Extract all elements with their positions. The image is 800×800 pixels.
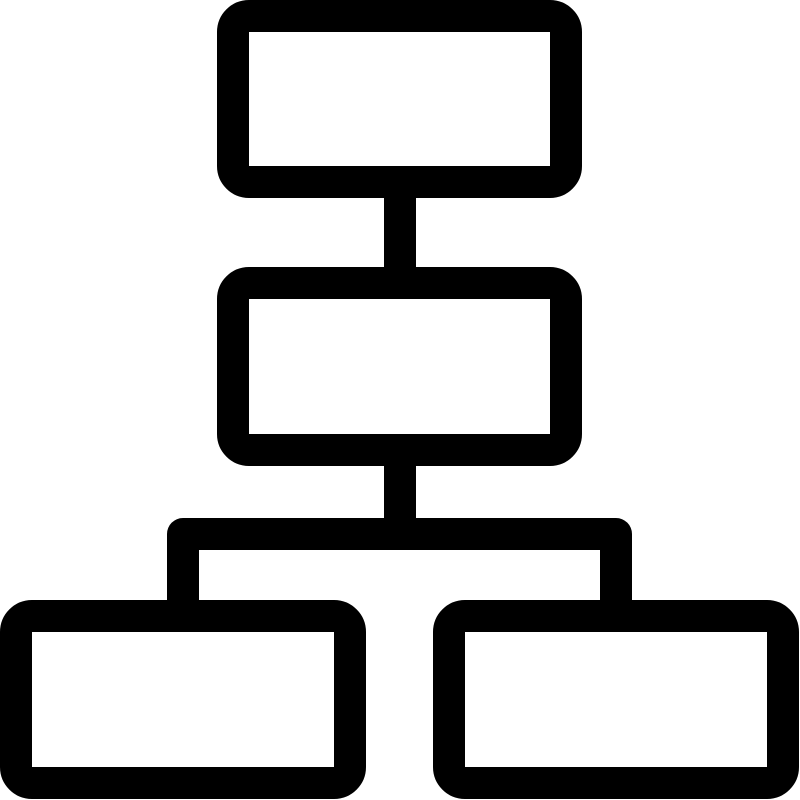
connector-branch [167,518,632,616]
